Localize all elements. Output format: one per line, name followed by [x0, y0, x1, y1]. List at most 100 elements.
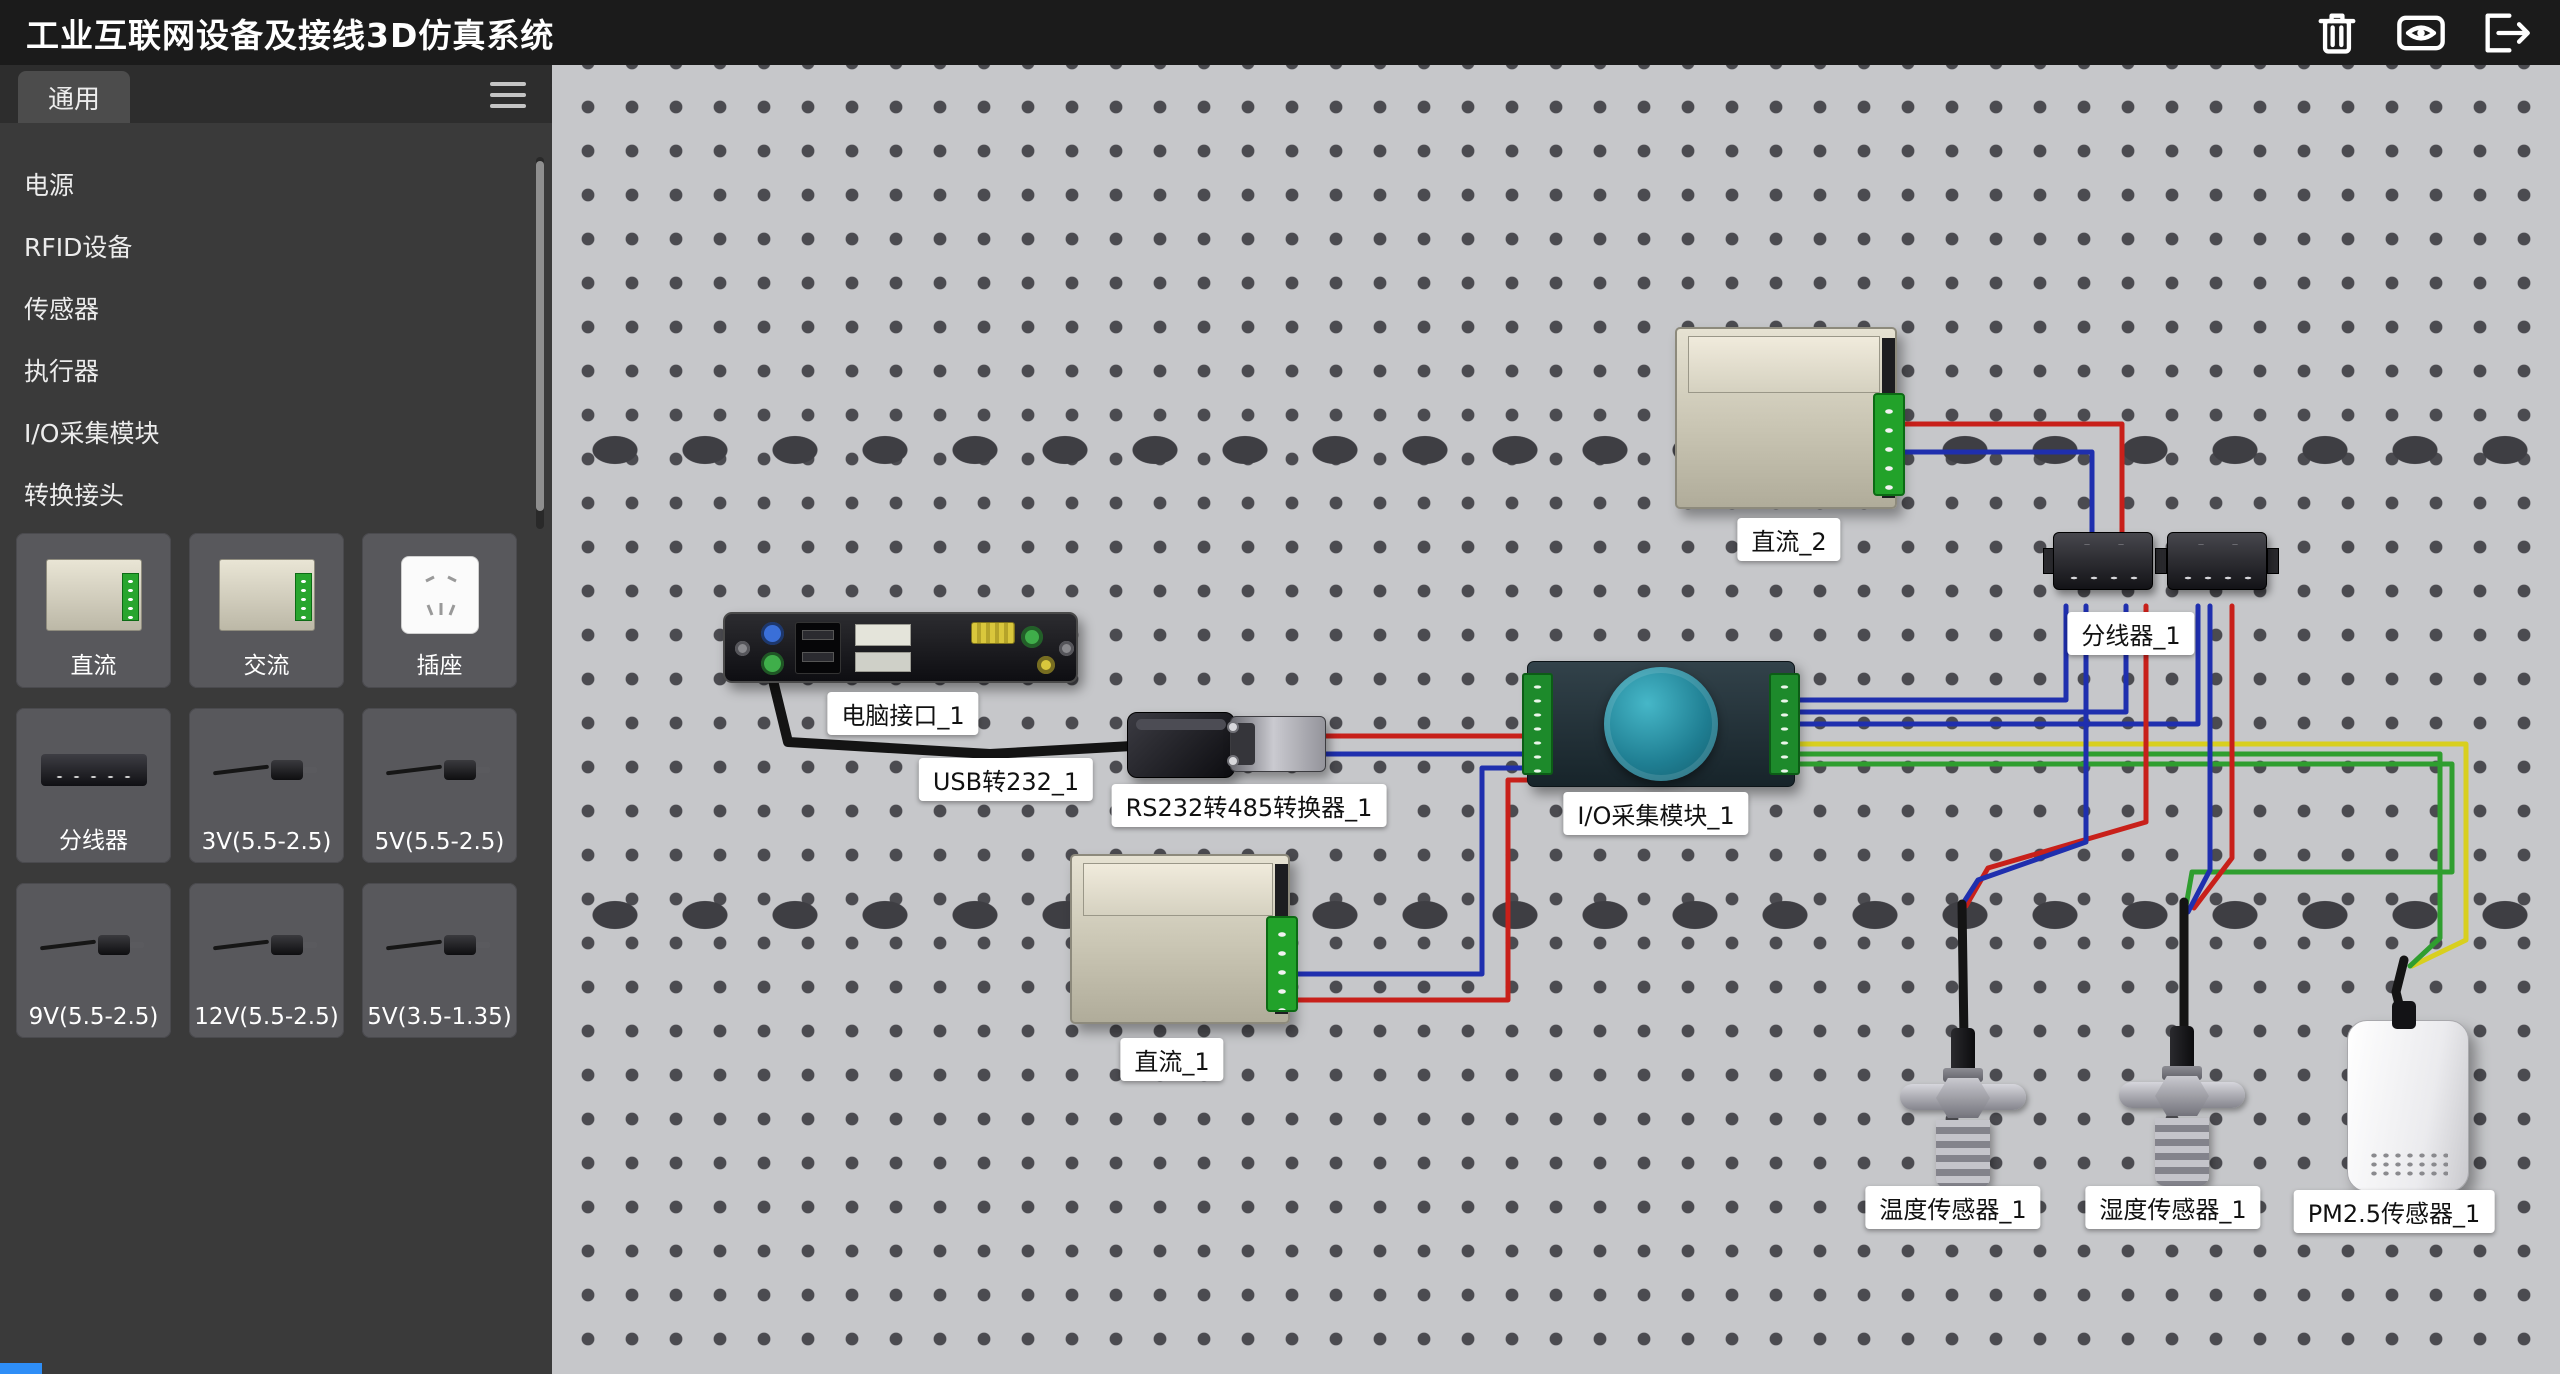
vent-holes — [2368, 1151, 2448, 1177]
peg-hole-row-1 — [552, 422, 2560, 478]
panel-sticker — [855, 652, 911, 672]
palette-item-5v[interactable]: 5V(5.5-2.5) — [362, 708, 517, 863]
toolbar — [2308, 4, 2534, 62]
splitter-thumb-icon — [40, 753, 147, 786]
splitter-block — [2167, 532, 2267, 590]
usb-slot — [802, 630, 834, 640]
palette-item-12v[interactable]: 12V(5.5-2.5) — [189, 883, 344, 1038]
device-io-module-1[interactable] — [1522, 661, 1800, 787]
palette-item-socket[interactable]: 插座 — [362, 533, 517, 688]
palette-label: 交流 — [243, 653, 290, 679]
usb-slot — [802, 652, 834, 662]
audio-jack-yellow — [1037, 656, 1055, 674]
ac-power-thumb-icon — [218, 558, 315, 631]
device-humidity-sensor-1[interactable] — [2119, 1026, 2245, 1190]
category-io-modules[interactable]: I/O采集模块 — [24, 419, 160, 448]
device-pm25-sensor-1[interactable] — [2347, 1001, 2469, 1192]
component-palette: 直流 交流 插座 分线器 3V(5.5-2.5) — [16, 533, 517, 1038]
sensor-probe — [2155, 1118, 2209, 1186]
adapter-thumb-icon — [211, 923, 323, 967]
cable-stub — [2392, 1001, 2416, 1029]
menu-icon[interactable] — [490, 79, 530, 111]
io-terminal-strip-right — [1769, 673, 1800, 775]
psu-terminal-block — [1266, 915, 1298, 1013]
category-adapters[interactable]: 转换接头 — [24, 481, 125, 510]
device-label-splitter: 分线器_1 — [2067, 612, 2195, 655]
device-pc-interface-1[interactable] — [723, 612, 1078, 683]
psu-lid — [1082, 862, 1273, 916]
palette-label: 直流 — [70, 653, 117, 679]
device-usb-to-232-1[interactable] — [1127, 712, 1235, 778]
io-terminal-strip-left — [1522, 673, 1553, 775]
mount-ear — [2267, 548, 2279, 575]
workspace-canvas[interactable] — [552, 65, 2560, 1374]
ps2-port-green — [761, 652, 784, 675]
palette-label: 分线器 — [59, 828, 128, 854]
audio-jack-green — [1021, 626, 1043, 648]
exit-icon[interactable] — [2476, 4, 2534, 62]
device-label-rs232: RS232转485转换器_1 — [1111, 784, 1387, 827]
device-rs232-to-485-1[interactable] — [1227, 716, 1326, 772]
coil-component — [971, 622, 1015, 644]
adapter-thumb-icon — [211, 748, 323, 792]
socket-thumb-icon — [400, 555, 479, 634]
palette-label: 5V(5.5-2.5) — [374, 829, 505, 855]
device-label-temp: 温度传感器_1 — [1865, 1186, 2041, 1229]
palette-item-3v[interactable]: 3V(5.5-2.5) — [189, 708, 344, 863]
trash-icon[interactable] — [2308, 4, 2366, 62]
palette-item-dc[interactable]: 直流 — [16, 533, 171, 688]
splitter-block — [2053, 532, 2153, 590]
panel-sticker — [855, 624, 911, 646]
psu-terminal-block — [1873, 393, 1905, 497]
screw-icon — [735, 641, 750, 656]
sensor-hex-nut — [1936, 1078, 1990, 1118]
device-temperature-sensor-1[interactable] — [1900, 1028, 2026, 1192]
palette-label: 3V(5.5-2.5) — [201, 829, 332, 855]
palette-label: 9V(5.5-2.5) — [28, 1004, 159, 1030]
screw-icon — [1059, 641, 1074, 656]
palette-item-splitter[interactable]: 分线器 — [16, 708, 171, 863]
adapter-thumb-icon — [38, 923, 150, 967]
tab-general[interactable]: 通用 — [18, 71, 131, 123]
palette-item-ac[interactable]: 交流 — [189, 533, 344, 688]
device-label-pm25: PM2.5传感器_1 — [2293, 1190, 2495, 1233]
screw-post — [1227, 721, 1239, 733]
mount-ear — [2155, 548, 2167, 575]
scrollbar-thumb[interactable] — [536, 161, 544, 511]
sensor-hex-nut — [2155, 1076, 2209, 1116]
screw-post — [1227, 755, 1239, 767]
component-sidebar: 通用 电源 RFID设备 传感器 执行器 I/O采集模块 转换接头 直流 交流 — [0, 65, 552, 1374]
device-splitter-1[interactable] — [2043, 524, 2279, 600]
category-rfid[interactable]: RFID设备 — [24, 233, 133, 262]
device-dc-power-1[interactable] — [1070, 854, 1298, 1024]
palette-label: 插座 — [416, 653, 463, 679]
device-label-usb232: USB转232_1 — [918, 758, 1094, 801]
dc-power-thumb-icon — [45, 558, 142, 631]
bottom-left-indicator — [0, 1363, 42, 1374]
category-sensors[interactable]: 传感器 — [24, 295, 100, 324]
palette-label: 12V(5.5-2.5) — [194, 1004, 339, 1030]
category-actuators[interactable]: 执行器 — [24, 357, 100, 386]
sensor-probe — [1936, 1120, 1990, 1188]
adapter-thumb-icon — [384, 748, 496, 792]
adapter-thumb-icon — [384, 923, 496, 967]
category-list: 电源 RFID设备 传感器 执行器 I/O采集模块 转换接头 — [0, 155, 532, 527]
palette-item-5v-small[interactable]: 5V(3.5-1.35) — [362, 883, 517, 1038]
io-round-component — [1604, 667, 1718, 781]
sidebar-header: 通用 — [0, 65, 552, 123]
category-power[interactable]: 电源 — [24, 171, 75, 200]
ps2-port-blue — [761, 622, 784, 645]
socket-slots — [424, 575, 457, 616]
palette-item-9v[interactable]: 9V(5.5-2.5) — [16, 883, 171, 1038]
sidebar-scrollbar[interactable] — [536, 157, 544, 529]
device-label-dc2: 直流_2 — [1737, 518, 1841, 561]
psu-lid — [1687, 336, 1880, 394]
device-label-io: I/O采集模块_1 — [1563, 792, 1749, 835]
eye-icon[interactable] — [2392, 4, 2450, 62]
title-bar: 工业互联网设备及接线3D仿真系统 — [0, 0, 2560, 65]
device-label-humidity: 湿度传感器_1 — [2085, 1186, 2261, 1229]
device-label-pc: 电脑接口_1 — [827, 692, 979, 735]
device-label-dc1: 直流_1 — [1120, 1038, 1224, 1081]
device-dc-power-2[interactable] — [1675, 327, 1905, 509]
